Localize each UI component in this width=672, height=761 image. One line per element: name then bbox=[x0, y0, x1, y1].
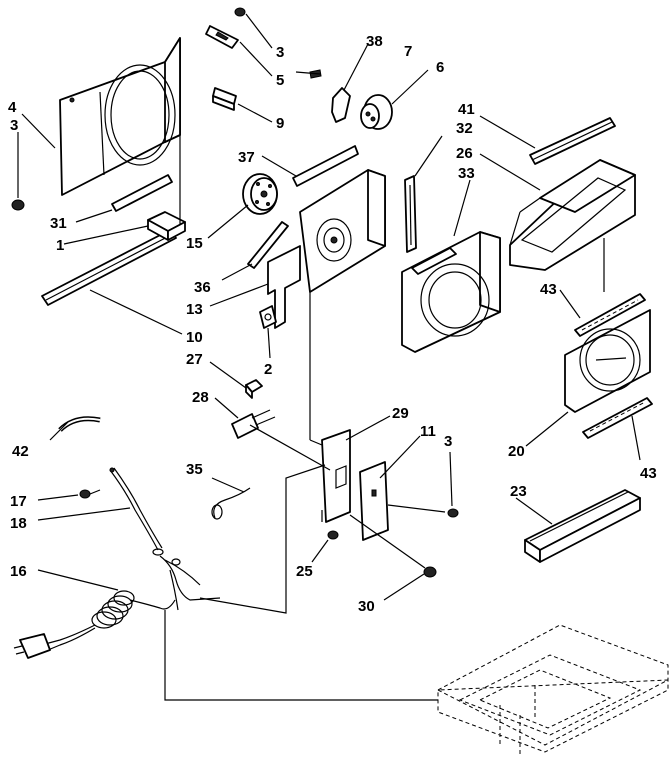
callout-30: 30 bbox=[358, 598, 375, 615]
block-1 bbox=[147, 211, 186, 241]
callout-20: 20 bbox=[508, 443, 525, 460]
assembly-lines bbox=[164, 135, 605, 701]
callout-6: 6 bbox=[436, 59, 444, 76]
base-chassis bbox=[436, 624, 669, 755]
callout-1: 1 bbox=[56, 237, 64, 254]
screw-3-left bbox=[11, 199, 25, 211]
left-panel-part-4 bbox=[59, 37, 181, 196]
callout-25: 25 bbox=[296, 563, 313, 580]
callout-15: 15 bbox=[186, 235, 203, 252]
bracket-9 bbox=[212, 87, 237, 111]
callout-36: 36 bbox=[194, 279, 211, 296]
strip-36 bbox=[247, 221, 289, 269]
callout-23: 23 bbox=[510, 483, 527, 500]
strip-37 bbox=[292, 145, 359, 187]
callout-26: 26 bbox=[456, 145, 473, 162]
wire-harness-18 bbox=[109, 467, 221, 611]
switch-28 bbox=[231, 409, 276, 439]
callout-33: 33 bbox=[458, 165, 475, 182]
callout-3-right: 3 bbox=[444, 433, 452, 450]
callout-10: 10 bbox=[186, 329, 203, 346]
callout-18: 18 bbox=[10, 515, 27, 532]
strip-43-bottom bbox=[582, 397, 653, 439]
callout-3-top: 3 bbox=[276, 44, 284, 61]
scroll-33 bbox=[401, 231, 501, 353]
callout-4: 4 bbox=[8, 99, 17, 116]
callout-17: 17 bbox=[10, 493, 27, 510]
callout-27: 27 bbox=[186, 351, 203, 368]
partition-13 bbox=[267, 169, 386, 329]
callout-42: 42 bbox=[12, 443, 29, 460]
callout-41: 41 bbox=[458, 101, 475, 118]
rail-23 bbox=[524, 489, 641, 563]
plate-10 bbox=[41, 229, 177, 306]
callout-7: 7 bbox=[404, 43, 412, 60]
strip-43-top bbox=[574, 293, 646, 337]
housing-26 bbox=[509, 159, 636, 271]
strip-41 bbox=[529, 117, 616, 165]
callout-37: 37 bbox=[238, 149, 255, 166]
callout-16: 16 bbox=[10, 563, 27, 580]
callout-labels: 3 5 38 7 6 9 4 3 41 32 26 37 33 31 1 15 … bbox=[8, 33, 657, 615]
callout-28: 28 bbox=[192, 389, 209, 406]
callout-38: 38 bbox=[366, 33, 383, 50]
clamp-7 bbox=[331, 87, 351, 123]
orifice-panel-20 bbox=[564, 309, 651, 413]
callout-5: 5 bbox=[276, 72, 284, 89]
callout-35: 35 bbox=[186, 461, 203, 478]
screw-25 bbox=[327, 530, 339, 540]
callout-2: 2 bbox=[264, 361, 272, 378]
callout-31: 31 bbox=[50, 215, 67, 232]
screw-30 bbox=[423, 566, 437, 578]
callout-43-top: 43 bbox=[540, 281, 557, 298]
callout-9: 9 bbox=[276, 115, 284, 132]
callout-13: 13 bbox=[186, 301, 203, 318]
wire-35 bbox=[211, 487, 251, 520]
part-27 bbox=[245, 379, 263, 399]
leader-lines bbox=[17, 13, 641, 601]
screw-17 bbox=[79, 489, 101, 499]
part-2 bbox=[259, 305, 277, 329]
callout-43-bottom: 43 bbox=[640, 465, 657, 482]
capacitor-6 bbox=[360, 94, 393, 130]
screw-3-top bbox=[234, 7, 246, 17]
strip-32 bbox=[404, 175, 417, 253]
bracket-5 bbox=[205, 25, 239, 49]
power-cord-16 bbox=[13, 590, 176, 659]
screw-3-right bbox=[447, 508, 459, 518]
control-bracket-29 bbox=[321, 429, 351, 523]
callout-29: 29 bbox=[392, 405, 409, 422]
strip-31 bbox=[111, 174, 173, 212]
callout-3-left: 3 bbox=[10, 117, 18, 134]
blower-wheel-15 bbox=[242, 173, 278, 215]
callout-32: 32 bbox=[456, 120, 473, 137]
plate-11 bbox=[359, 461, 389, 541]
callout-11: 11 bbox=[420, 423, 436, 440]
